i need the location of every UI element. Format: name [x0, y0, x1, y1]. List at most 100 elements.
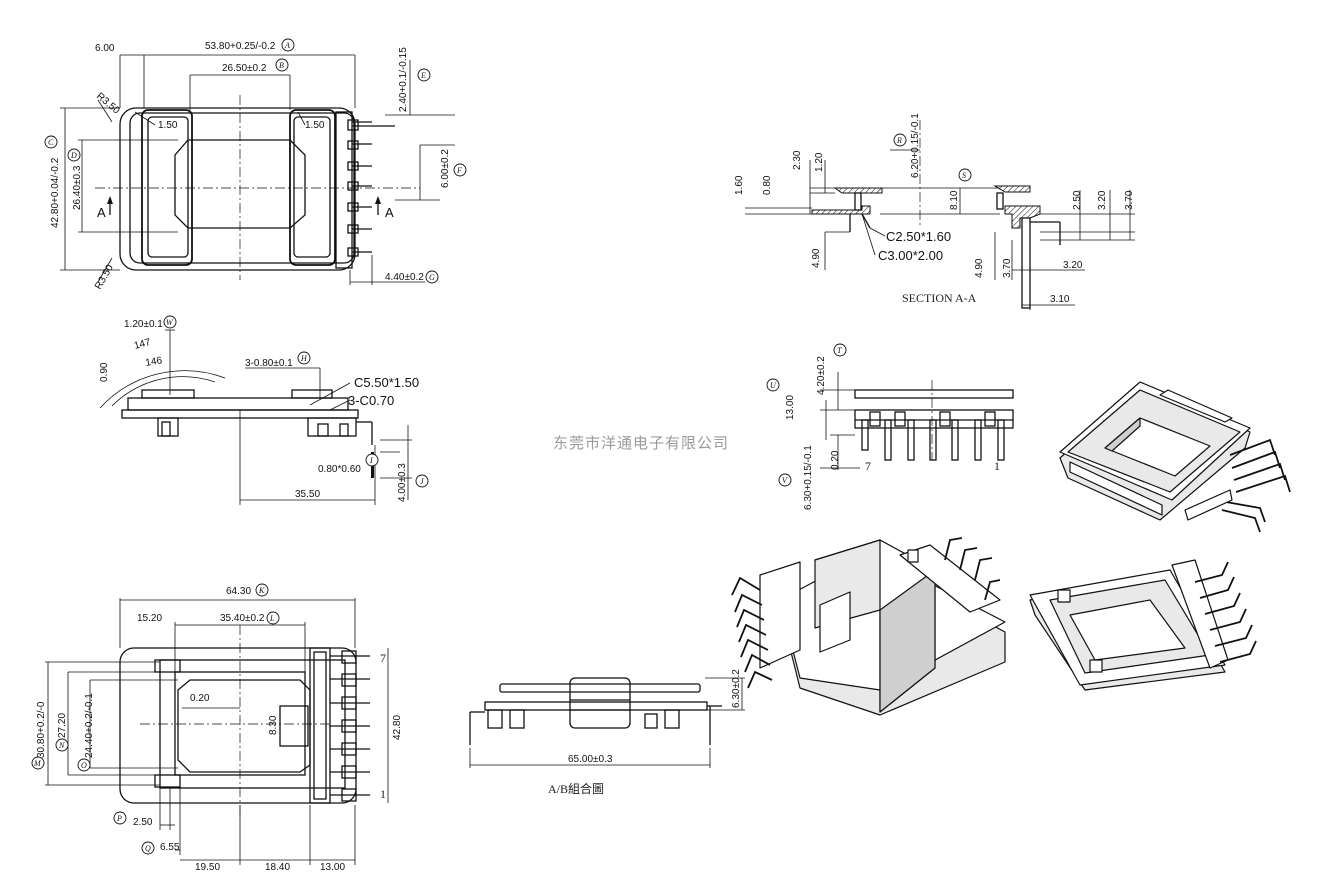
front-dim-0-2: 0.20 — [830, 450, 841, 470]
bot-dim-42-8: 42.80 — [392, 715, 403, 740]
ref-w: W — [166, 318, 174, 327]
bot-dim-0-2: 0.20 — [190, 693, 210, 704]
bot-dim-19-5: 19.50 — [195, 862, 220, 873]
front-pin-1: 1 — [994, 459, 1000, 473]
ref-d: D — [70, 151, 77, 160]
top-view: 6.00 53.80+0.25/-0.2 26.50±0.2 2.40+0.1/… — [44, 38, 467, 292]
sec-dim-6-2: 6.20+0.15/-0.1 — [910, 113, 921, 178]
front-view: 4.20±0.2 13.00 0.20 6.30+0.15/-0.1 7 1 T… — [766, 343, 1014, 510]
section-title: SECTION A-A — [902, 291, 977, 305]
sec-dim-3-7b: 3.70 — [1002, 258, 1013, 278]
iso-bobbin-bottom — [1029, 559, 1257, 691]
ref-e: E — [420, 71, 426, 80]
sec-dim-1-2: 1.20 — [814, 152, 825, 172]
side-dim-35-5: 35.50 — [295, 489, 320, 500]
ref-i: I — [369, 456, 373, 465]
ref-l: L — [269, 614, 275, 623]
side-dim-4-0: 4.00±0.3 — [397, 463, 408, 502]
front-dim-13: 13.00 — [785, 395, 796, 420]
ref-r: R — [896, 136, 902, 145]
sec-dim-2-5: 2.50 — [1072, 190, 1083, 210]
sec-dim-1-6: 1.60 — [734, 175, 745, 195]
sec-dim-3-1: 3.10 — [1050, 294, 1070, 305]
ref-g: G — [429, 273, 435, 282]
top-dim-r35a: R3.50 — [94, 91, 122, 117]
front-dim-6-3: 6.30+0.15/-0.1 — [803, 445, 814, 510]
top-dim-4-4: 4.40±0.2 — [385, 272, 424, 283]
iso-assembly — [731, 537, 1006, 716]
ref-t: T — [837, 346, 842, 355]
ref-k: K — [258, 586, 265, 595]
bot-dim-27-2: 27.20 — [57, 713, 68, 738]
assembly-caption: A/B組合圖 — [548, 781, 604, 796]
ref-c: C — [48, 138, 54, 147]
bot-dim-24-4: 24.40+0.2/-0.1 — [84, 693, 95, 758]
top-dim-6-0: 6.00±0.2 — [440, 149, 451, 188]
pin-7-label: 7 — [380, 651, 386, 665]
top-dim-6: 6.00 — [95, 43, 115, 54]
bot-dim-30-8: 30.80+0.2/-0 — [36, 701, 47, 758]
ref-o: O — [81, 761, 87, 770]
section-mark-right: A — [385, 205, 394, 220]
top-dim-53: 53.80+0.25/-0.2 — [205, 41, 276, 52]
side-dim-1-2: 1.20±0.1 — [124, 319, 163, 330]
top-dim-2-4: 2.40+0.1/-0.15 — [398, 47, 409, 112]
sec-dim-c25: C2.50*1.60 — [886, 229, 951, 244]
side-view: 1.20±0.1 147 146 0.90 3-0.80±0.1 C5.50*1… — [99, 315, 429, 505]
sec-dim-3-2b: 3.20 — [1063, 260, 1083, 271]
section-view: 6.20+0.15/-0.1 2.30 1.20 1.60 0.80 8.10 … — [734, 113, 1135, 310]
ref-s: S — [962, 171, 966, 180]
bot-dim-8-3: 8.30 — [268, 715, 279, 735]
sec-dim-8-1: 8.10 — [949, 190, 960, 210]
bot-dim-2-5: 2.50 — [133, 817, 153, 828]
bot-dim-18-4: 18.40 — [265, 862, 290, 873]
ref-m: M — [33, 759, 42, 768]
ref-b: B — [279, 61, 284, 70]
top-dim-1-5a: 1.50 — [158, 120, 178, 131]
ref-f: F — [456, 166, 462, 175]
bot-dim-35-4: 35.40±0.2 — [220, 613, 265, 624]
iso-bobbin-top — [1059, 381, 1291, 533]
ref-n: N — [58, 741, 65, 750]
sec-dim-2-3: 2.30 — [792, 150, 803, 170]
side-dim-08x06: 0.80*0.60 — [318, 464, 361, 475]
bot-dim-15-2: 15.20 — [137, 613, 162, 624]
side-dim-3c07: 3-C0.70 — [348, 393, 394, 408]
ref-h: H — [300, 354, 308, 363]
top-dim-26-4: 26.40±0.3 — [72, 165, 83, 210]
bottom-view: 64.30 15.20 35.40±0.2 0.20 8.30 42.80 30… — [31, 583, 403, 873]
top-dim-r35b: R3.50 — [93, 263, 116, 292]
sec-dim-3-2: 3.20 — [1097, 190, 1108, 210]
sec-dim-0-8: 0.80 — [762, 175, 773, 195]
sec-dim-4-9a: 4.90 — [811, 248, 822, 268]
side-dim-0-9: 0.90 — [99, 362, 110, 382]
side-dim-c55: C5.50*1.50 — [354, 375, 419, 390]
sec-dim-c30: C3.00*2.00 — [878, 248, 943, 263]
top-dim-1-5b: 1.50 — [305, 120, 325, 131]
asm-dim-6-3: 6.30±0.2 — [731, 669, 742, 708]
sec-dim-4-9b: 4.90 — [974, 258, 985, 278]
bot-dim-13: 13.00 — [320, 862, 345, 873]
side-dim-3-08: 3-0.80±0.1 — [245, 358, 293, 369]
ref-u: U — [770, 381, 777, 390]
ref-a: A — [284, 41, 290, 50]
assembly-view: 6.30±0.2 65.00±0.3 A/B組合圖 — [469, 669, 745, 796]
side-dim-146: 146 — [145, 355, 164, 369]
side-dim-147: 147 — [133, 337, 152, 352]
company-watermark: 东莞市洋通电子有限公司 — [553, 434, 729, 452]
ref-v: V — [782, 476, 788, 485]
pin-1-label: 1 — [380, 787, 386, 801]
top-dim-42-8: 42.80+0.04/-0.2 — [50, 157, 61, 228]
section-mark-left: A — [97, 205, 106, 220]
front-pin-7: 7 — [865, 459, 871, 473]
bot-dim-64-3: 64.30 — [226, 586, 251, 597]
ref-p: P — [116, 814, 122, 823]
bot-dim-6-55: 6.55 — [160, 842, 180, 853]
top-dim-26-5: 26.50±0.2 — [222, 63, 267, 74]
asm-dim-65: 65.00±0.3 — [568, 754, 613, 765]
ref-j: J — [420, 477, 424, 486]
sec-dim-3-7: 3.70 — [1124, 190, 1135, 210]
ref-q: Q — [145, 844, 151, 853]
front-dim-4-2: 4.20±0.2 — [816, 356, 827, 395]
